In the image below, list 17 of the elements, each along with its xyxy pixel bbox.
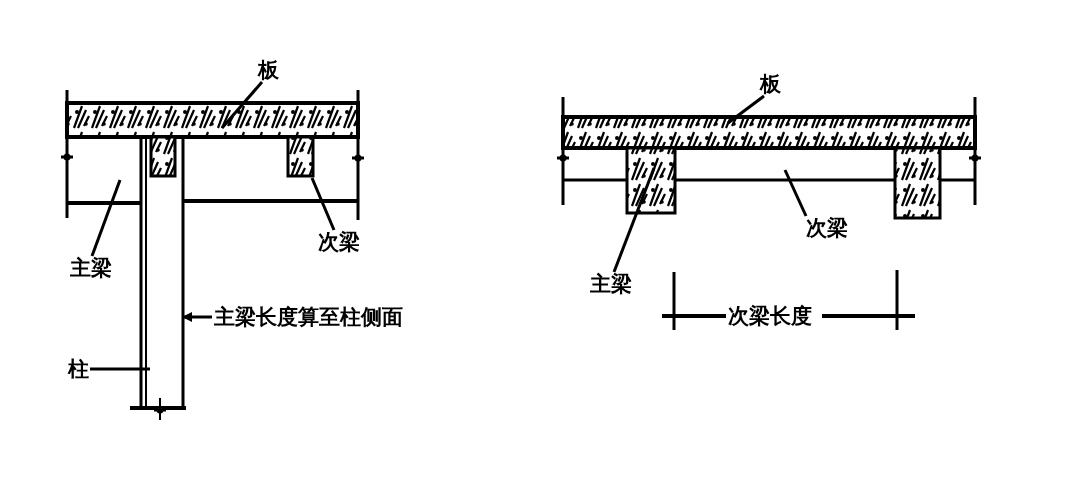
leader-line xyxy=(783,169,808,217)
part-label: 板 xyxy=(258,58,279,82)
arrow xyxy=(182,312,212,322)
leader-line xyxy=(90,179,122,257)
leader-line xyxy=(612,167,656,273)
leader-line xyxy=(90,367,150,371)
leader-line xyxy=(220,81,264,129)
part-label: 次梁 xyxy=(318,230,360,254)
part-label: 主梁长度算至柱侧面 xyxy=(214,305,403,329)
part-label: 主梁 xyxy=(70,256,112,280)
part-label: 柱 xyxy=(68,357,89,381)
part-label: 次梁 xyxy=(806,216,848,240)
part-label: 板 xyxy=(760,72,781,96)
dimension-label: 次梁长度 xyxy=(728,304,812,328)
leader-line xyxy=(727,94,765,125)
leader-line xyxy=(310,177,336,231)
part-label: 主梁 xyxy=(590,272,632,296)
